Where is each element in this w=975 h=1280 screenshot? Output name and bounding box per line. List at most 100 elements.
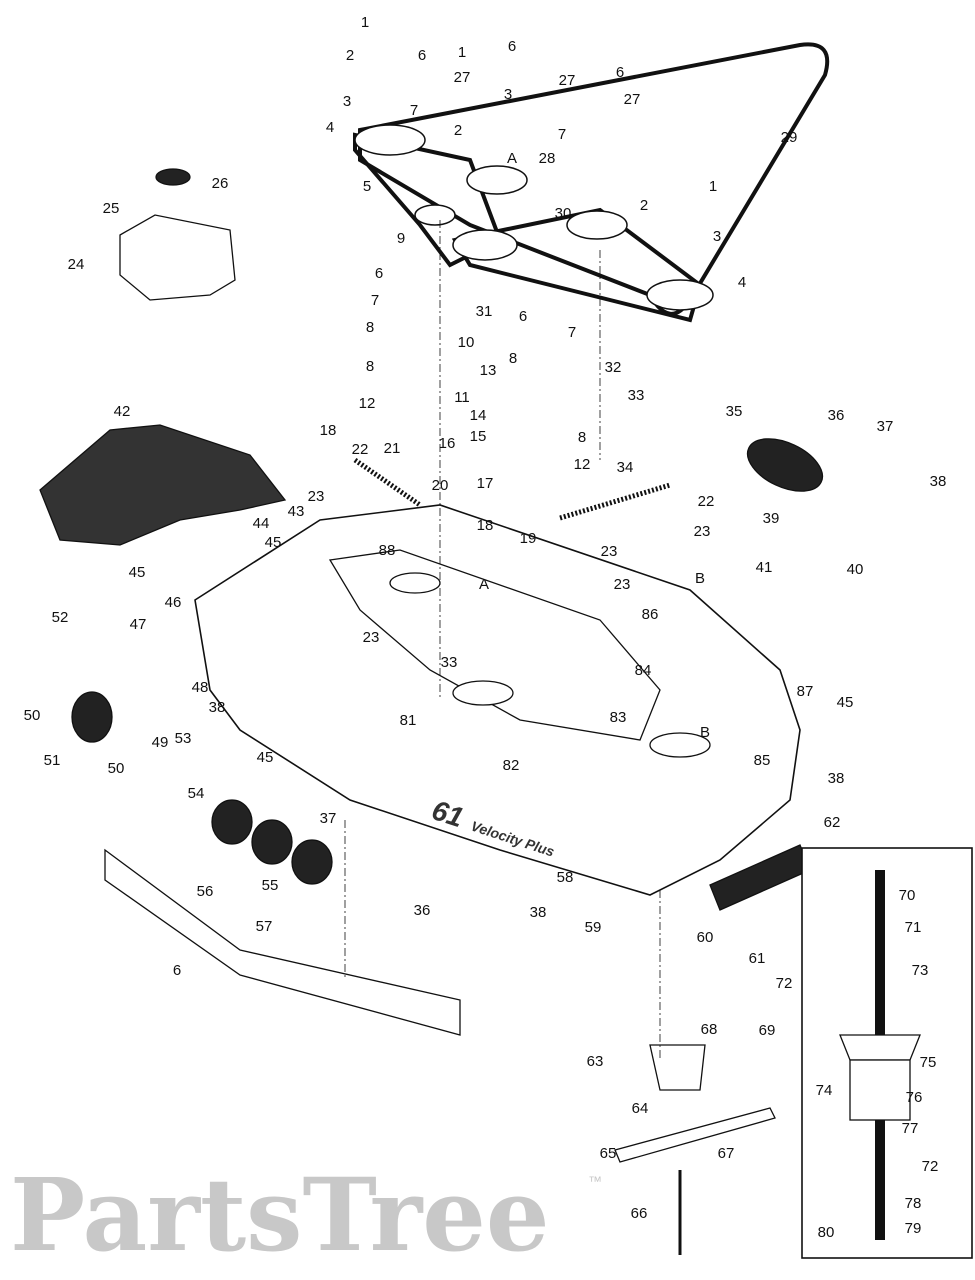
callout-81: 81: [400, 712, 417, 729]
pulley-31: [452, 229, 518, 261]
callout-44: 44: [253, 515, 270, 532]
callout-6: 6: [508, 38, 516, 55]
callout-61: 61: [749, 950, 766, 967]
callout-24: 24: [68, 256, 85, 273]
callout-22: 22: [698, 493, 715, 510]
callout-3: 3: [343, 93, 351, 110]
callout-83: 83: [610, 709, 627, 726]
callout-75: 75: [920, 1054, 937, 1071]
callout-69: 69: [759, 1022, 776, 1039]
callout-A: A: [507, 150, 517, 167]
callout-18: 18: [477, 517, 494, 534]
callout-45: 45: [129, 564, 146, 581]
callout-70: 70: [899, 887, 916, 904]
callout-77: 77: [902, 1120, 919, 1137]
callout-21: 21: [384, 440, 401, 457]
callout-26: 26: [212, 175, 229, 192]
callout-68: 68: [701, 1021, 718, 1038]
callout-64: 64: [632, 1100, 649, 1117]
callout-85: 85: [754, 752, 771, 769]
callout-25: 25: [103, 200, 120, 217]
callout-72: 72: [776, 975, 793, 992]
callout-8: 8: [366, 358, 374, 375]
callout-8: 8: [509, 350, 517, 367]
spring-34: [559, 482, 671, 521]
callout-23: 23: [601, 543, 618, 560]
callout-56: 56: [197, 883, 214, 900]
callout-4: 4: [738, 274, 746, 291]
roller-55: [291, 839, 333, 885]
blade-65: [614, 1107, 776, 1163]
callout-37: 37: [877, 418, 894, 435]
callout-52: 52: [52, 609, 69, 626]
callout-23: 23: [694, 523, 711, 540]
callout-3: 3: [504, 86, 512, 103]
callout-50: 50: [24, 707, 41, 724]
callout-65: 65: [600, 1145, 617, 1162]
callout-10: 10: [458, 334, 475, 351]
callout-5: 5: [363, 178, 371, 195]
callout-33: 33: [441, 654, 458, 671]
callout-3: 3: [713, 228, 721, 245]
callout-B: B: [695, 570, 705, 587]
callout-62: 62: [824, 814, 841, 831]
callout-46: 46: [165, 594, 182, 611]
callout-59: 59: [585, 919, 602, 936]
callout-51: 51: [44, 752, 61, 769]
callout-6: 6: [519, 308, 527, 325]
wheel-51: [71, 691, 113, 743]
roller-55: [251, 819, 293, 865]
callout-7: 7: [558, 126, 566, 143]
callout-86: 86: [642, 606, 659, 623]
callout-53: 53: [175, 730, 192, 747]
callout-72: 72: [922, 1158, 939, 1175]
deck-top-plate: [328, 549, 661, 741]
belt-5: [353, 132, 503, 268]
callout-41: 41: [756, 559, 773, 576]
callout-27: 27: [559, 72, 576, 89]
callout-19: 19: [520, 530, 537, 547]
spindle-housing-76: [849, 1059, 911, 1121]
callout-30: 30: [555, 205, 572, 222]
callout-7: 7: [410, 102, 418, 119]
callout-12: 12: [574, 456, 591, 473]
callout-28: 28: [539, 150, 556, 167]
spindle-housing: [649, 1044, 706, 1091]
callout-35: 35: [726, 403, 743, 420]
callout-8: 8: [578, 429, 586, 446]
callout-48: 48: [192, 679, 209, 696]
callout-B: B: [700, 724, 710, 741]
callout-60: 60: [697, 929, 714, 946]
diagram-artwork: [39, 42, 973, 1259]
callout-50: 50: [108, 760, 125, 777]
callout-39: 39: [763, 510, 780, 527]
knob-26: [155, 168, 191, 186]
callout-6: 6: [173, 962, 181, 979]
callout-27: 27: [624, 91, 641, 108]
callout-16: 16: [439, 435, 456, 452]
callout-1: 1: [709, 178, 717, 195]
spindle-opening: [389, 572, 441, 594]
callout-23: 23: [363, 629, 380, 646]
callout-4: 4: [326, 119, 334, 136]
pulley-30: [566, 210, 628, 240]
spindle-opening: [649, 732, 711, 758]
callout-67: 67: [718, 1145, 735, 1162]
callout-20: 20: [432, 477, 449, 494]
callout-23: 23: [308, 488, 325, 505]
callout-6: 6: [616, 64, 624, 81]
callout-1: 1: [361, 14, 369, 31]
callout-2: 2: [346, 47, 354, 64]
callout-14: 14: [470, 407, 487, 424]
callout-1: 1: [458, 44, 466, 61]
callout-6: 6: [375, 265, 383, 282]
pulley-4-right: [646, 279, 714, 311]
callout-58: 58: [557, 869, 574, 886]
spindle-opening: [452, 680, 514, 706]
callout-36: 36: [828, 407, 845, 424]
callout-2: 2: [640, 197, 648, 214]
callout-43: 43: [288, 503, 305, 520]
callout-84: 84: [635, 662, 652, 679]
callout-38: 38: [530, 904, 547, 921]
pulley-4-left: [354, 124, 426, 156]
